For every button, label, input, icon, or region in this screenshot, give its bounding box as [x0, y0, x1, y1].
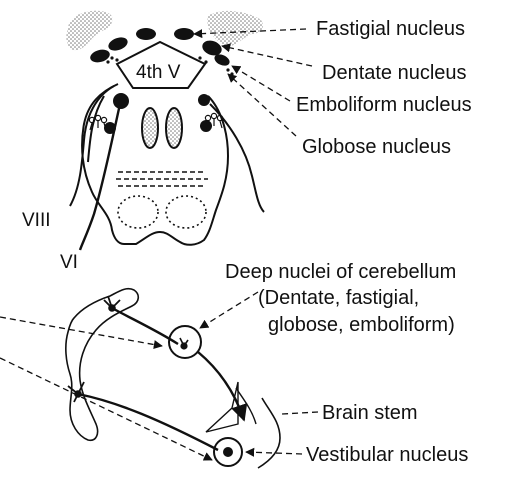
deep-nuclei-label-line2: (Dentate, fastigial,	[258, 287, 419, 309]
fourth-ventricle-label: 4th V	[136, 62, 181, 83]
fastigial-nucleus-label: Fastigial nucleus	[316, 18, 465, 40]
abducens-nucleus-right	[198, 94, 210, 106]
fibre-band	[116, 172, 208, 186]
brainstem-section	[66, 11, 264, 250]
median-structure-left	[142, 108, 158, 148]
nerve-vi-label: VI	[60, 252, 78, 273]
deep-nuclei-label-line3: globose, emboliform)	[268, 314, 455, 336]
vestibular-nucleus-top	[113, 93, 129, 109]
median-structure-right	[166, 108, 182, 148]
fastigial-nucleus-mid-right	[174, 28, 194, 40]
brainstem-curve	[258, 398, 280, 468]
cortex-patch-left	[66, 11, 112, 50]
emboliform-nucleus-label: Emboliform nucleus	[296, 94, 472, 116]
cerebellar-cortex-outline	[66, 289, 138, 441]
pyramid-left	[118, 196, 158, 228]
fastigial-nucleus-mid-left	[136, 28, 156, 40]
pyramid-right	[166, 196, 206, 228]
brain-stem-label: Brain stem	[322, 402, 418, 424]
deep-nuclei-label-line1: Deep nuclei of cerebellum	[225, 261, 456, 283]
nerve-viii-label: VIII	[22, 210, 51, 231]
vestibular-nucleus-label: Vestibular nucleus	[306, 444, 468, 466]
dentate-nucleus-label: Dentate nucleus	[322, 62, 467, 84]
fastigial-nucleus-left	[107, 35, 130, 53]
descending-fibre	[206, 382, 238, 432]
purkinje-axon-lower	[78, 394, 218, 450]
globose-nucleus-label: Globose nucleus	[302, 136, 451, 158]
cortex-patch-right	[207, 11, 263, 46]
brainstem-outline	[82, 84, 228, 245]
